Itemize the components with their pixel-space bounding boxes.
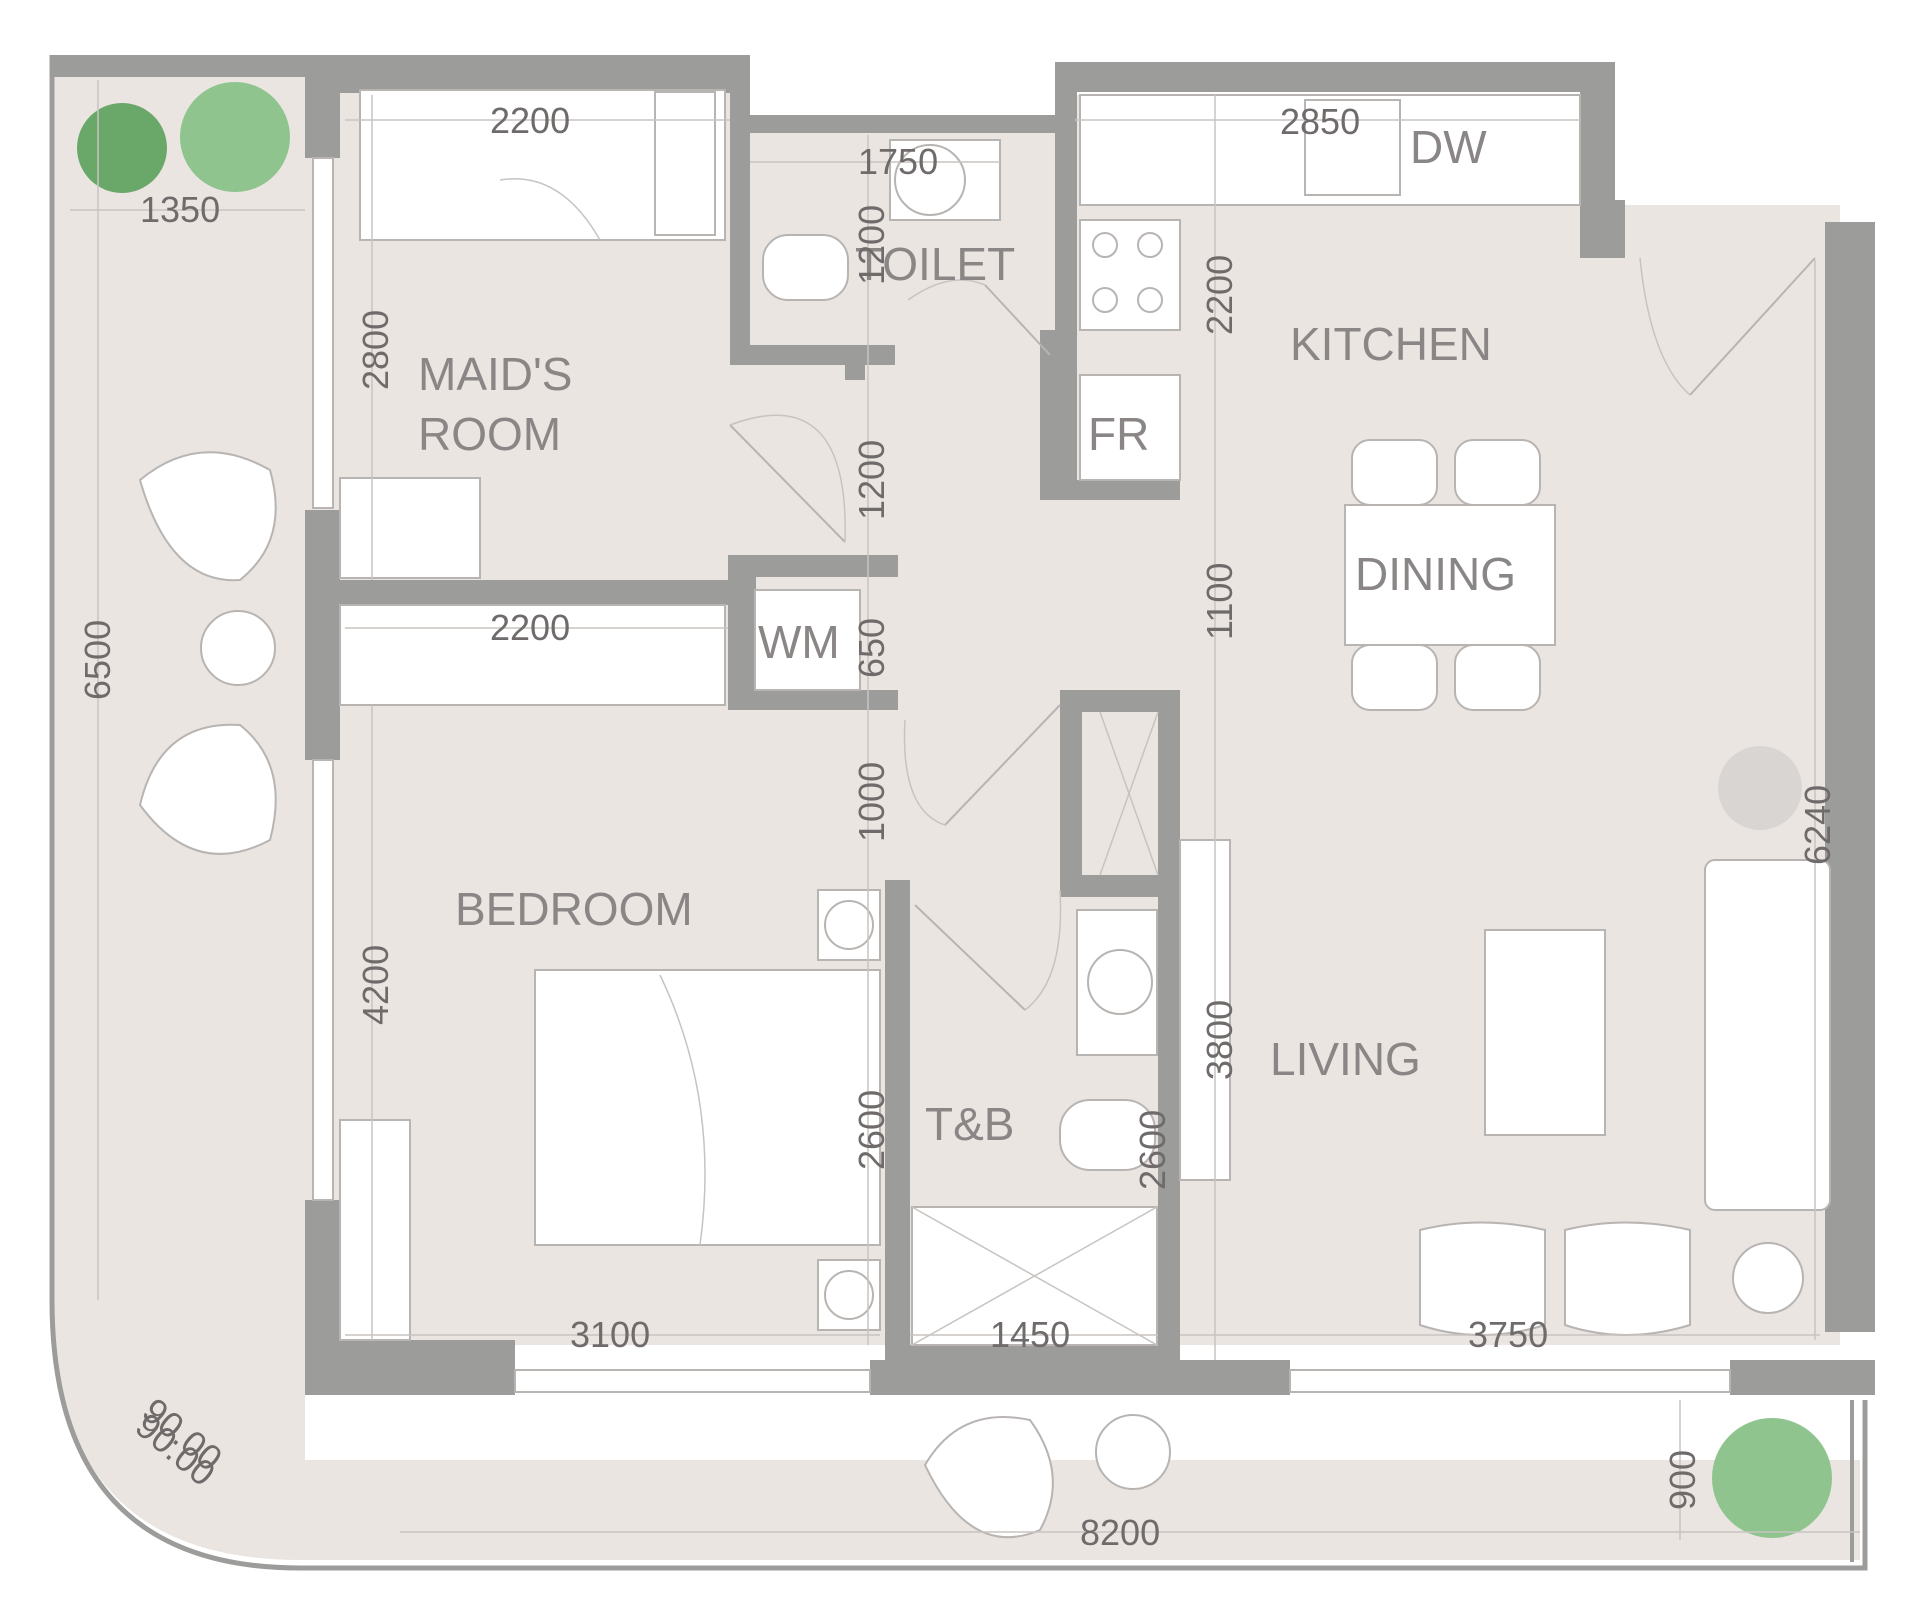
- room-label-maids-room: ROOM: [418, 408, 561, 460]
- room-label-living: LIVING: [1270, 1033, 1421, 1085]
- room-label-kitchen: KITCHEN: [1290, 318, 1492, 370]
- dim-terrace-bottom-depth: 900: [1662, 1450, 1703, 1510]
- dim-tb-width: 1450: [990, 1314, 1070, 1355]
- windows: [312, 157, 1731, 1393]
- dim-bedroom-depth: 4200: [355, 945, 396, 1025]
- dim-terrace-depth: 6500: [77, 620, 118, 700]
- dim-terrace-top: 1350: [140, 189, 220, 230]
- dim-wm-650: 650: [851, 618, 892, 678]
- room-label-toilet: TOILET: [855, 238, 1015, 290]
- dim-corridor-1200: 1200: [851, 440, 892, 520]
- dim-living-depth: 6240: [1797, 785, 1838, 865]
- dim-bedroom-width: 3100: [570, 1314, 650, 1355]
- dim-toilet-depth: 1200: [851, 205, 892, 285]
- dim-toilet-width: 1750: [858, 141, 938, 182]
- room-label-wm: WM: [758, 616, 840, 668]
- plant-icon: [1712, 1418, 1832, 1538]
- dim-terrace-length: 8200: [1080, 1512, 1160, 1553]
- plant-icon: [180, 82, 290, 192]
- dim-kitchen-depth: 2200: [1199, 255, 1240, 335]
- dim-corridor-1000: 1000: [851, 762, 892, 842]
- room-label-dw: DW: [1410, 121, 1487, 173]
- dim-bed-2600: 2600: [851, 1090, 892, 1170]
- doors: [729, 257, 1816, 1011]
- plant-icon: [77, 103, 167, 193]
- dim-kitchen-width: 2850: [1280, 101, 1360, 142]
- room-label-tb: T&B: [925, 1098, 1014, 1150]
- plants: [77, 82, 1832, 1538]
- dimension-lines: [70, 80, 1860, 1540]
- room-labels: MAID'S ROOM TOILET KITCHEN DINING LIVING…: [418, 121, 1516, 1150]
- room-label-maids-room: MAID'S: [418, 348, 572, 400]
- dim-maid-width: 2200: [490, 100, 570, 141]
- dim-tb-2600: 2600: [1132, 1110, 1173, 1190]
- plant-icon: [1718, 746, 1802, 830]
- dim-living-width: 3750: [1468, 1314, 1548, 1355]
- dim-wardrobe-width: 2200: [490, 607, 570, 648]
- walls: [50, 55, 1875, 1395]
- dim-maid-depth: 2800: [355, 310, 396, 390]
- room-label-bedroom: BEDROOM: [455, 883, 693, 935]
- dim-living-3800: 3800: [1199, 1000, 1240, 1080]
- room-label-fr: FR: [1088, 408, 1149, 460]
- dim-dining-1100: 1100: [1199, 563, 1240, 640]
- room-label-dining: DINING: [1355, 548, 1516, 600]
